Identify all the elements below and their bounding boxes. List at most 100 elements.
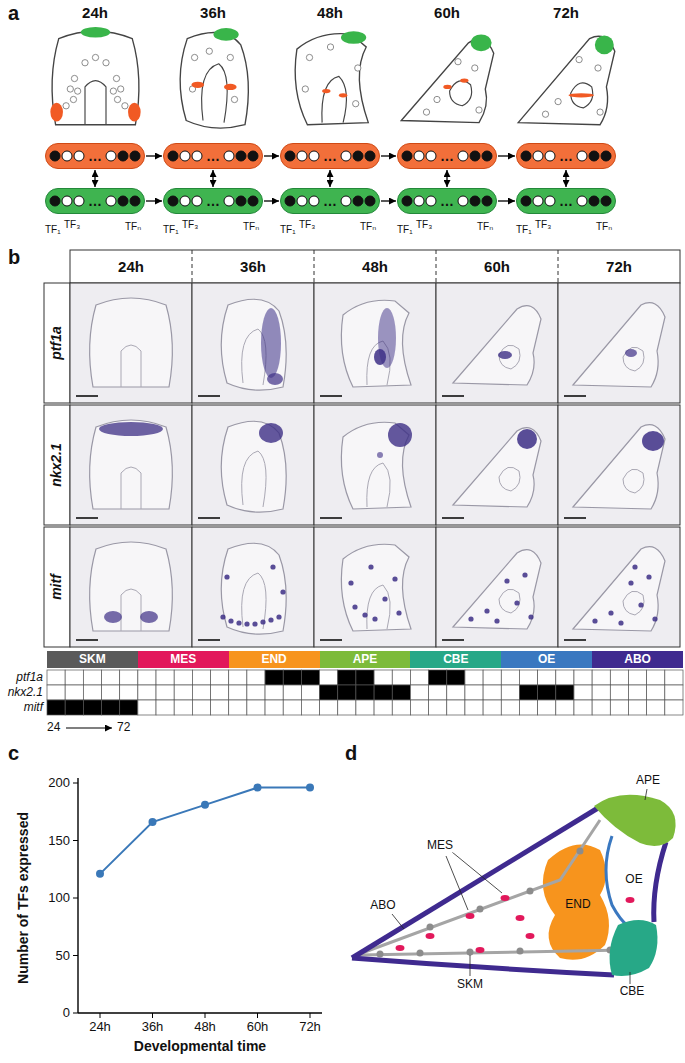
orange-domain bbox=[191, 82, 204, 88]
table-cell bbox=[356, 700, 374, 715]
mesoderm-cell bbox=[426, 933, 435, 939]
flow-arrow bbox=[212, 170, 213, 187]
state-pill: … bbox=[397, 143, 497, 169]
figure-label: APE bbox=[634, 774, 662, 787]
state-dot bbox=[470, 196, 480, 206]
leader-line bbox=[470, 955, 471, 976]
table-cell bbox=[338, 700, 356, 715]
state-dot bbox=[458, 151, 468, 161]
leader-line bbox=[392, 914, 404, 929]
micrograph-embryo bbox=[90, 298, 173, 387]
table-cell bbox=[392, 700, 410, 715]
table-cell bbox=[592, 685, 610, 700]
time-arrow bbox=[66, 727, 112, 728]
cell-circle bbox=[67, 86, 73, 92]
state-dot bbox=[470, 151, 480, 161]
legend-text: END bbox=[229, 651, 320, 668]
figure-label: mitf bbox=[24, 701, 43, 714]
table-cell bbox=[429, 685, 447, 700]
mesoderm-cell bbox=[396, 945, 405, 951]
stain-signal bbox=[260, 619, 265, 624]
table-cell bbox=[338, 670, 356, 685]
cell-circle bbox=[302, 86, 308, 92]
state-dot bbox=[482, 196, 492, 206]
ciliary-band bbox=[610, 920, 658, 976]
flow-arrow bbox=[146, 155, 162, 156]
gut-outline bbox=[450, 81, 472, 106]
legend-text: ABO bbox=[592, 651, 683, 668]
cell-circle bbox=[595, 65, 601, 71]
figure-label: 48h bbox=[194, 1020, 216, 1034]
state-dot bbox=[180, 196, 190, 206]
table-cell bbox=[374, 700, 392, 715]
y-tick bbox=[73, 898, 78, 899]
table-cell bbox=[102, 670, 120, 685]
cell-circle bbox=[327, 44, 333, 50]
figure-label: TFₙ bbox=[125, 221, 141, 232]
stain-signal bbox=[618, 620, 623, 625]
table-cell bbox=[229, 685, 247, 700]
figure-label: TF₃ bbox=[182, 219, 198, 230]
embryo-outline bbox=[221, 543, 286, 634]
figure-label: 100 bbox=[48, 891, 70, 905]
green-domain bbox=[214, 28, 239, 41]
figure-label: ptf1a bbox=[16, 671, 43, 684]
mesoderm-cell bbox=[626, 897, 635, 903]
figure-label: TF₃ bbox=[64, 219, 80, 230]
table-cell bbox=[410, 685, 428, 700]
figure-label: TF₁ bbox=[163, 224, 179, 235]
skeletal-cell bbox=[427, 924, 434, 931]
gut-outline bbox=[499, 345, 520, 369]
embryo-drawing bbox=[50, 27, 140, 125]
y-tick bbox=[73, 840, 78, 841]
cell-circle bbox=[114, 96, 120, 102]
stain-signal bbox=[140, 611, 158, 623]
micrograph-embryo bbox=[221, 299, 286, 390]
state-pill: … bbox=[280, 188, 380, 214]
table-cell bbox=[465, 685, 483, 700]
stain-signal bbox=[104, 611, 122, 623]
table-cell bbox=[247, 685, 265, 700]
state-dot bbox=[248, 196, 258, 206]
aboral-ectoderm bbox=[654, 842, 666, 922]
state-dot bbox=[309, 151, 319, 161]
table-cell bbox=[556, 670, 574, 685]
table-cell bbox=[65, 685, 83, 700]
flow-arrow bbox=[146, 200, 162, 201]
flow-arrow bbox=[565, 170, 566, 187]
state-dot bbox=[545, 196, 555, 206]
table-cell bbox=[47, 685, 65, 700]
leader-line bbox=[446, 856, 468, 910]
figure-label: 200 bbox=[48, 776, 70, 790]
table-cell bbox=[628, 670, 646, 685]
table-cell bbox=[501, 670, 519, 685]
state-dot bbox=[192, 151, 202, 161]
table-cell bbox=[647, 670, 665, 685]
embryo-outline bbox=[341, 300, 411, 387]
stain-signal bbox=[522, 572, 527, 577]
skeletal-cell bbox=[417, 950, 424, 957]
table-cell bbox=[356, 685, 374, 700]
table-cell bbox=[229, 670, 247, 685]
table-cell bbox=[65, 700, 83, 715]
cell-circle bbox=[355, 65, 361, 71]
table-cell bbox=[283, 685, 301, 700]
stain-signal bbox=[388, 423, 412, 447]
pill-text: … bbox=[398, 189, 496, 213]
figure-label: END bbox=[565, 898, 590, 911]
orange-domain bbox=[128, 103, 141, 122]
scale-bar bbox=[320, 517, 342, 519]
table-cell bbox=[265, 685, 283, 700]
state-pill: … bbox=[45, 143, 145, 169]
header-divider bbox=[558, 250, 559, 283]
gut-outline bbox=[623, 591, 644, 615]
table-cell bbox=[83, 685, 101, 700]
leader-line bbox=[645, 789, 647, 800]
gut-outline bbox=[499, 467, 520, 491]
figure-label: 72 bbox=[117, 721, 130, 734]
figure-label: 50 bbox=[56, 948, 70, 962]
figure-label: SKM bbox=[455, 978, 485, 991]
micrograph-embryo bbox=[453, 428, 541, 507]
pill-text: … bbox=[46, 144, 144, 168]
